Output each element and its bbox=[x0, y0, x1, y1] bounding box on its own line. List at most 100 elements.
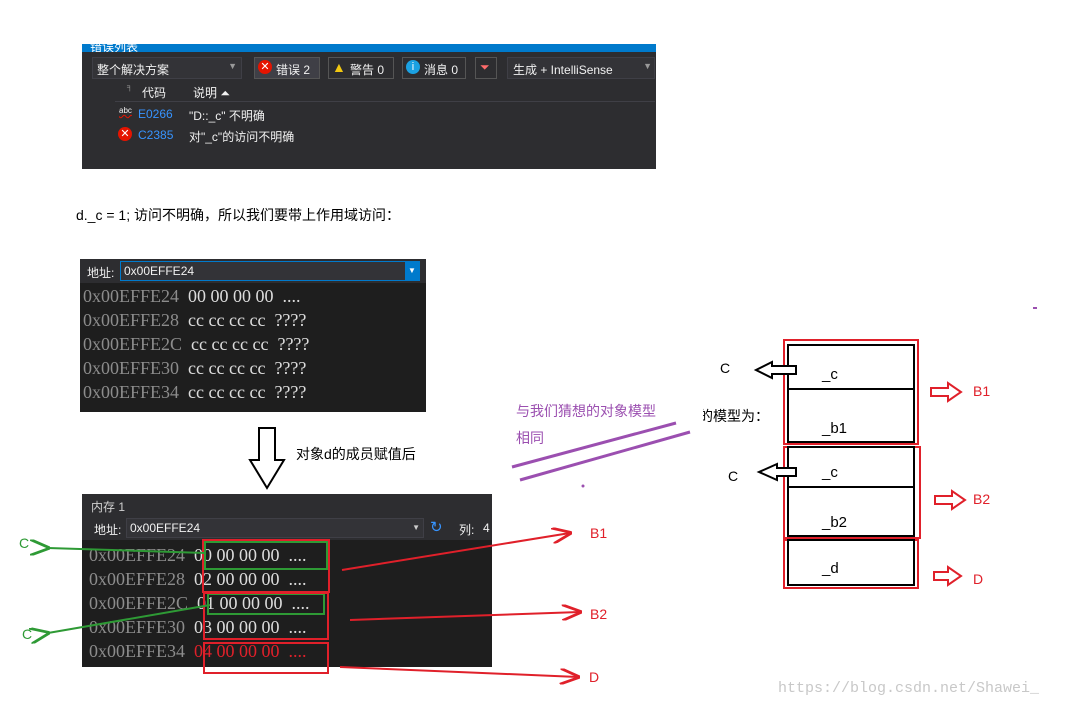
memory-bytes: cc cc cc cc bbox=[188, 358, 266, 378]
memory-line: 0x00EFFE24 00 00 00 00 .... bbox=[89, 545, 307, 566]
memory-line-changed: 0x00EFFE34 04 00 00 00 .... bbox=[89, 641, 307, 662]
messages-filter-label: 消息 0 bbox=[424, 63, 459, 77]
memory-window-after: 内存 1 地址: 0x00EFFE24 ▼ ↻ 列: 4 0x00EFFE24 … bbox=[82, 494, 492, 667]
refresh-icon[interactable]: ↻ bbox=[430, 519, 443, 536]
hollow-left-arrow bbox=[753, 360, 797, 380]
column-label: 列: bbox=[459, 523, 475, 537]
address-input[interactable]: 0x00EFFE24 ▼ bbox=[126, 518, 424, 538]
build-source-label: 生成 + IntelliSense bbox=[513, 63, 613, 77]
memory-ascii: .... bbox=[291, 593, 310, 613]
model-label: 的模型为： bbox=[703, 408, 769, 424]
chevron-down-icon[interactable]: ▼ bbox=[412, 523, 420, 532]
memory-address: 0x00EFFE2C bbox=[83, 334, 183, 354]
address-value: 0x00EFFE24 bbox=[124, 264, 195, 278]
highlight-box-c-2 bbox=[207, 593, 325, 615]
address-label: 地址: bbox=[87, 266, 115, 280]
memory-address: 0x00EFFE34 bbox=[89, 641, 186, 661]
column-header-row: ╕ 代码 说明 ⏶ bbox=[115, 81, 655, 102]
hollow-right-arrow bbox=[933, 565, 963, 587]
filter-icon: ⏷ bbox=[480, 60, 490, 74]
model-cell-d bbox=[787, 539, 915, 586]
warnings-filter-button[interactable]: ▲ 警告 0 bbox=[328, 57, 394, 79]
purple-strike-1 bbox=[511, 421, 677, 469]
model-c-label: C bbox=[728, 468, 739, 484]
scope-dropdown[interactable]: 整个解决方案 ▼ bbox=[92, 57, 242, 79]
error-icon: ✕ bbox=[258, 60, 272, 74]
statement-text: d._c = 1; 访问不明确，所以我们要带上作用域访问： bbox=[76, 207, 400, 223]
hollow-right-arrow bbox=[934, 489, 967, 511]
hollow-right-arrow bbox=[930, 381, 963, 403]
memory-address: 0x00EFFE2C bbox=[89, 593, 189, 613]
model-cell-text: _b1 bbox=[822, 420, 848, 437]
memory-bytes: cc cc cc cc bbox=[188, 382, 266, 402]
hollow-left-arrow bbox=[756, 462, 797, 482]
memory-line: 0x00EFFE24 00 00 00 00 .... bbox=[83, 286, 301, 307]
error-code-link[interactable]: C2385 bbox=[138, 128, 174, 142]
model-cell-text: _b2 bbox=[822, 514, 848, 531]
intellisense-error-icon: abc bbox=[119, 106, 132, 115]
memory-bytes: 02 00 00 00 bbox=[194, 569, 280, 589]
filter-toggle-button[interactable]: ⏷ bbox=[475, 57, 497, 79]
highlight-box-d bbox=[203, 642, 329, 674]
error-icon: ✕ bbox=[118, 127, 132, 141]
b1-arrow bbox=[341, 533, 570, 571]
label-c: C bbox=[19, 535, 30, 551]
error-code-link[interactable]: E0266 bbox=[138, 107, 173, 121]
highlight-box-b2 bbox=[203, 592, 329, 640]
d-arrow bbox=[339, 666, 578, 677]
arrow-caption: 对象d的成员赋值后 bbox=[296, 446, 416, 462]
label-c: C bbox=[22, 626, 33, 642]
address-label: 地址: bbox=[94, 523, 122, 537]
highlight-box-c-1 bbox=[204, 541, 328, 570]
error-row[interactable]: ✕ C2385 对"_c"的访问不明确 bbox=[115, 125, 655, 145]
memory-window-title-bar: 内存 1 bbox=[82, 494, 492, 516]
info-icon: i bbox=[406, 60, 420, 74]
memory-ascii: ???? bbox=[274, 382, 307, 402]
memory-line: 0x00EFFE28 02 00 00 00 .... bbox=[89, 569, 307, 590]
address-bar: 地址: 0x00EFFE24 ▼ bbox=[80, 259, 426, 283]
highlight-box-b1 bbox=[202, 539, 330, 593]
chevron-down-icon: ▼ bbox=[228, 61, 237, 71]
error-list-title: 错误列表 bbox=[90, 44, 139, 52]
memory-line: 0x00EFFE28 cc cc cc cc ???? bbox=[83, 310, 306, 331]
model-cell-c-1 bbox=[787, 344, 915, 390]
memory-line: 0x00EFFE34 cc cc cc cc ???? bbox=[83, 382, 306, 403]
column-header-description[interactable]: 说明 ⏶ bbox=[193, 86, 230, 100]
chevron-down-icon: ▼ bbox=[643, 61, 652, 71]
error-description: "D::_c" 不明确 bbox=[189, 109, 265, 123]
model-cell-c-2 bbox=[787, 446, 915, 488]
model-label-clipped: 的模型为： bbox=[703, 406, 779, 426]
messages-filter-button[interactable]: i 消息 0 bbox=[402, 57, 466, 79]
label-b1: B1 bbox=[590, 525, 608, 541]
hollow-down-arrow bbox=[248, 427, 286, 490]
memory-ascii: .... bbox=[282, 286, 301, 306]
memory-ascii: ???? bbox=[274, 358, 307, 378]
memory-address: 0x00EFFE24 bbox=[83, 286, 180, 306]
memory-ascii: .... bbox=[288, 545, 307, 565]
memory-ascii: .... bbox=[288, 617, 307, 637]
error-row[interactable]: abc E0266 "D::_c" 不明确 bbox=[115, 104, 655, 124]
model-cell-text: _c bbox=[822, 464, 838, 481]
model-cell-text: _d bbox=[822, 560, 839, 577]
memory-ascii: ???? bbox=[274, 310, 307, 330]
errors-filter-label: 错误 2 bbox=[276, 63, 311, 77]
column-header-code[interactable]: 代码 bbox=[142, 86, 167, 100]
address-input[interactable]: 0x00EFFE24 ▼ bbox=[120, 261, 420, 281]
model-cell-b1 bbox=[787, 388, 915, 443]
memory-line: 0x00EFFE2C 01 00 00 00 .... bbox=[89, 593, 310, 614]
model-label-b2: B2 bbox=[973, 491, 991, 507]
memory-address: 0x00EFFE28 bbox=[89, 569, 186, 589]
memory-address: 0x00EFFE28 bbox=[83, 310, 180, 330]
c-arrow-2 bbox=[48, 604, 211, 633]
memory-window-before: 地址: 0x00EFFE24 ▼ 0x00EFFE24 00 00 00 00 … bbox=[80, 259, 426, 412]
b2-arrow bbox=[349, 612, 580, 621]
c-arrow-1 bbox=[48, 548, 206, 553]
scope-dropdown-label: 整个解决方案 bbox=[97, 63, 170, 77]
column-value[interactable]: 4 bbox=[483, 521, 490, 535]
warning-icon: ▲ bbox=[332, 59, 346, 75]
errors-filter-button[interactable]: ✕ 错误 2 bbox=[254, 57, 320, 79]
memory-ascii: .... bbox=[288, 641, 307, 661]
chevron-down-icon[interactable]: ▼ bbox=[405, 262, 419, 280]
memory-bytes: cc cc cc cc bbox=[191, 334, 269, 354]
build-source-dropdown[interactable]: 生成 + IntelliSense ▼ bbox=[507, 57, 655, 79]
